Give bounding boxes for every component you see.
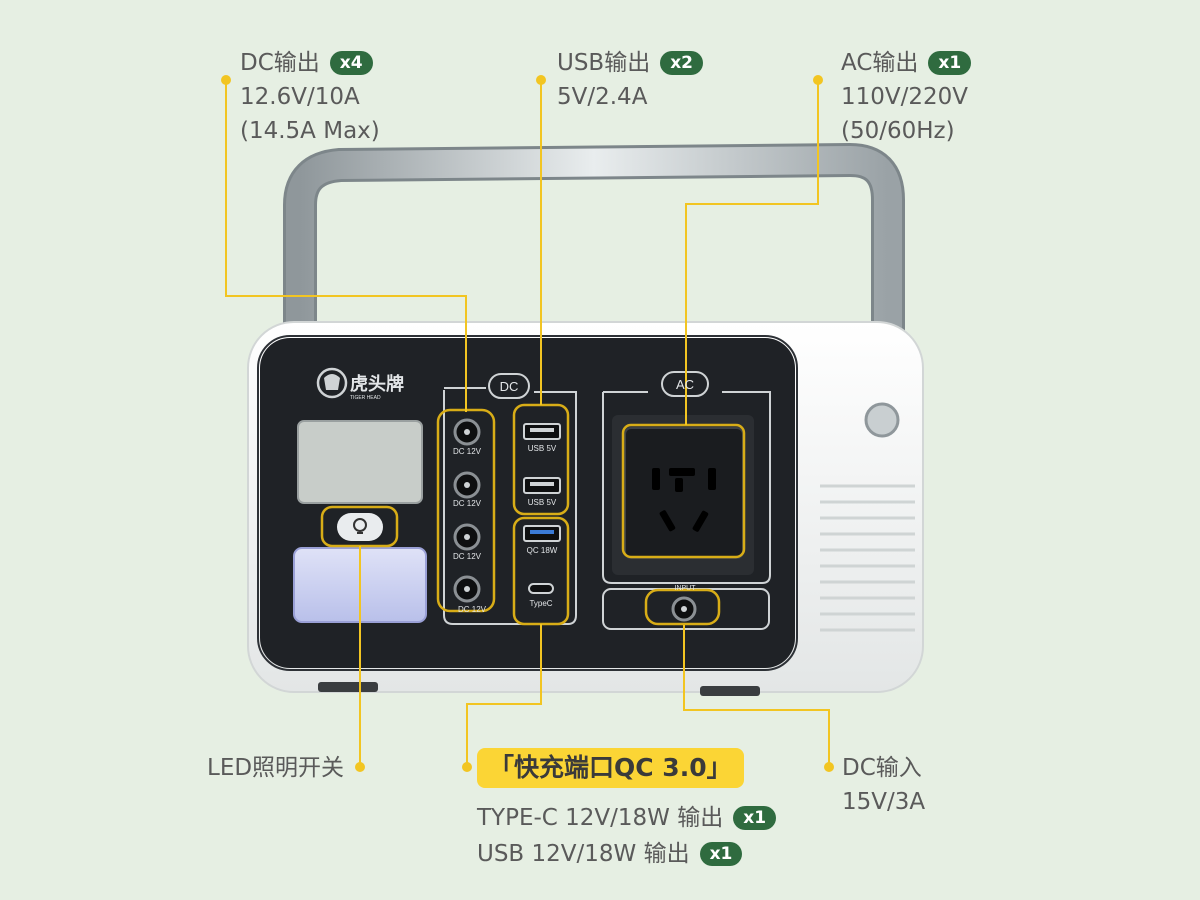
dc-input-spec: 15V/3A — [842, 789, 926, 815]
usb-port-label-1: USB 5V — [528, 444, 557, 453]
dc-port-label-3: DC 12V — [453, 552, 482, 561]
usb-output-ports — [523, 423, 561, 494]
leader-dots — [221, 75, 834, 772]
callout-dc-input: DC输入 15V/3A — [842, 751, 925, 819]
qc-usb-port — [523, 525, 561, 542]
ac-group-label: AC — [676, 377, 694, 392]
dc-output-ports — [453, 418, 481, 603]
side-vent-grille — [820, 484, 915, 632]
callout-led-switch: LED照明开关 — [207, 751, 344, 785]
callout-quick-charge: 「快充端口QC 3.0」 TYPE-C 12V/18W 输出 x1 USB 12… — [477, 748, 777, 872]
usb-output-spec: 5V/2.4A — [557, 84, 648, 110]
ac-output-voltage: 110V/220V — [841, 84, 969, 110]
dc-input-title: DC输入 — [842, 755, 922, 781]
dc-port-label-4: DC 12V — [458, 605, 487, 614]
callout-dc-output: DC输出 x4 12.6V/10A (14.5A Max) — [240, 46, 380, 148]
callout-ac-output: AC输出 x1 110V/220V (50/60Hz) — [841, 46, 972, 148]
dc-output-spec: 12.6V/10A — [240, 84, 360, 110]
qc-port-label: QC 18W — [527, 546, 558, 555]
dc-output-count-badge: x4 — [329, 51, 373, 75]
ac-output-title: AC输出 — [841, 50, 919, 76]
typec-port — [528, 583, 554, 594]
input-port-label: INPUT — [675, 585, 697, 592]
brand-logo-subtext: TIGER HEAD — [350, 395, 381, 401]
callout-usb-output: USB输出 x2 5V/2.4A — [557, 46, 704, 114]
usb-qc-output-count-badge: x1 — [699, 842, 743, 866]
brand-logo-text: 虎头牌 — [350, 373, 404, 394]
leader-lines — [225, 80, 830, 767]
brand-logo — [316, 367, 348, 399]
ac-socket — [612, 415, 754, 575]
typec-output-spec: TYPE-C 12V/18W 输出 — [477, 805, 724, 831]
typec-output-count-badge: x1 — [733, 806, 777, 830]
typec-port-label: TypeC — [529, 599, 552, 608]
usb-port-label-2: USB 5V — [528, 498, 557, 507]
quick-charge-title: 「快充端口QC 3.0」 — [477, 748, 744, 788]
usb-qc-output-spec: USB 12V/18W 输出 — [477, 841, 690, 867]
dc-port-label-1: DC 12V — [453, 447, 482, 456]
led-light-switch[interactable] — [337, 513, 383, 541]
usb-output-count-badge: x2 — [660, 51, 704, 75]
dc-output-max: (14.5A Max) — [240, 118, 380, 144]
handle-pivot — [864, 402, 900, 438]
carry-handle — [283, 143, 905, 430]
ac-output-count-badge: x1 — [928, 51, 972, 75]
dc-group-label: DC — [500, 379, 519, 394]
dc-output-title: DC输出 — [240, 50, 320, 76]
lcd-screen — [297, 420, 423, 504]
dc-port-label-2: DC 12V — [453, 499, 482, 508]
ac-output-frequency: (50/60Hz) — [841, 118, 955, 144]
usb-output-title: USB输出 — [557, 50, 651, 76]
led-switch-title: LED照明开关 — [207, 755, 345, 781]
